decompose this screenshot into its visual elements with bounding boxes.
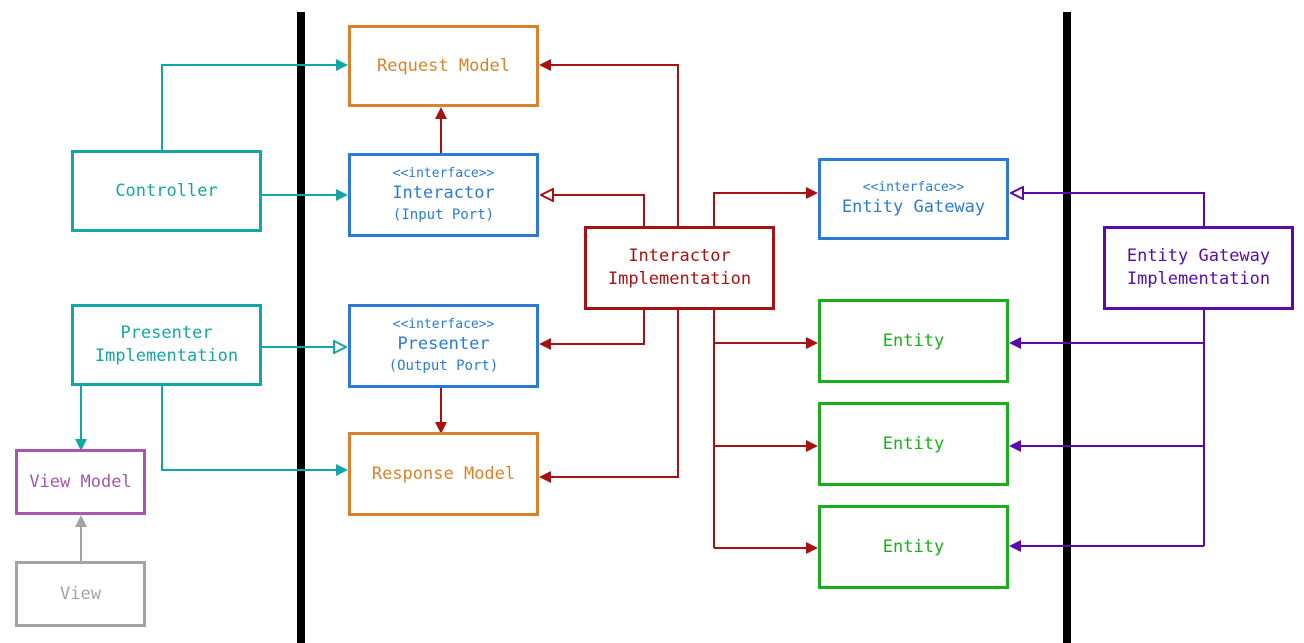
entity-box-2: Entity bbox=[818, 402, 1009, 486]
view-box: View bbox=[15, 561, 146, 627]
interactor-label: Interactor bbox=[392, 183, 495, 203]
impl-to-presenter-arrow bbox=[539, 310, 645, 350]
entity-gateway-interface-box: <<interface>> Entity Gateway bbox=[818, 158, 1009, 240]
response-model-label: Response Model bbox=[371, 463, 516, 484]
entity-gateway-implementation-line2: Implementation bbox=[1126, 269, 1271, 289]
view-model-box: View Model bbox=[15, 449, 146, 515]
presenter-implementation-box: Presenter Implementation bbox=[71, 304, 262, 386]
response-model-box: Response Model bbox=[348, 432, 539, 516]
entity-gateway-label: Entity Gateway bbox=[841, 197, 986, 217]
entity-gateway-implementation-box: Entity Gateway Implementation bbox=[1103, 226, 1294, 310]
controller-label: Controller bbox=[115, 180, 218, 201]
entity-1-label: Entity bbox=[882, 330, 945, 351]
presenter-implementation-line2: Implementation bbox=[94, 346, 239, 366]
presenter-implementation-line1: Presenter bbox=[120, 323, 213, 343]
impl-to-response-model-arrow bbox=[539, 310, 679, 483]
presenter-stereotype: <<interface>> bbox=[392, 317, 495, 332]
view-model-label: View Model bbox=[29, 471, 132, 492]
interactor-interface-box: <<interface>> Interactor (Input Port) bbox=[348, 153, 539, 237]
interactor-sublabel: (Input Port) bbox=[392, 207, 495, 223]
entity-2-label: Entity bbox=[882, 433, 945, 454]
presenter-label: Presenter bbox=[397, 334, 490, 354]
impl-to-entity-gateway-arrow bbox=[713, 187, 818, 226]
presenter-sublabel: (Output Port) bbox=[388, 358, 499, 374]
impl-to-request-model-arrow bbox=[539, 59, 679, 226]
view-label: View bbox=[60, 583, 101, 604]
request-model-label: Request Model bbox=[376, 55, 511, 76]
entity-box-3: Entity bbox=[818, 505, 1009, 589]
entity-gateway-implementation-line1: Entity Gateway bbox=[1126, 246, 1271, 266]
entity-box-1: Entity bbox=[818, 299, 1009, 383]
interactor-implementation-line2: Implementation bbox=[607, 269, 752, 289]
impl-realizes-interactor-arrow bbox=[541, 195, 645, 226]
presenter-interface-box: <<interface>> Presenter (Output Port) bbox=[348, 304, 539, 388]
entity-3-label: Entity bbox=[882, 536, 945, 557]
interactor-implementation-box: Interactor Implementation bbox=[584, 226, 775, 310]
controller-box: Controller bbox=[71, 150, 262, 232]
entity-gateway-stereotype: <<interface>> bbox=[862, 180, 965, 195]
interactor-stereotype: <<interface>> bbox=[392, 166, 495, 181]
request-model-box: Request Model bbox=[348, 25, 539, 107]
gateway-impl-realizes-gateway-arrow bbox=[1011, 193, 1205, 226]
interactor-implementation-line1: Interactor bbox=[628, 246, 731, 266]
controller-to-request-model-arrow bbox=[161, 59, 348, 150]
presenter-impl-to-response-model-arrow bbox=[161, 386, 348, 476]
